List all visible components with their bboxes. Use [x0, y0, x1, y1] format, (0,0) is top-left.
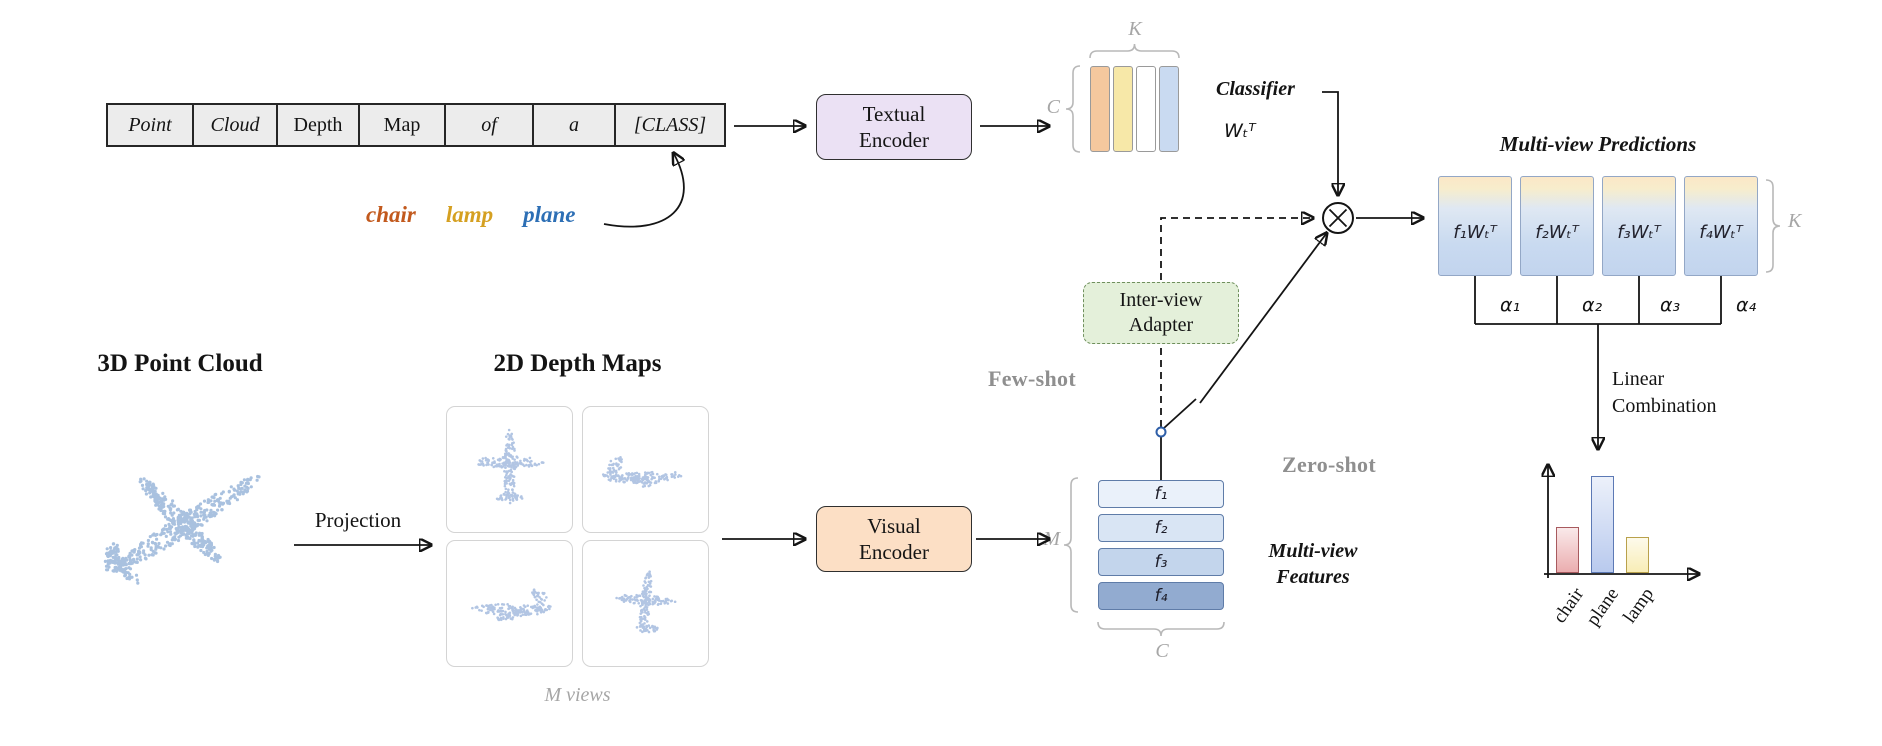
alpha-3: α₃	[1660, 294, 1681, 316]
weight-column-blank	[1136, 66, 1156, 152]
linear-combination-label: Linear Combination	[1612, 368, 1717, 417]
brace-decoration	[1097, 621, 1225, 637]
classifier-weight-symbol: Wₜᵀ	[1224, 120, 1256, 142]
class-word-plane: plane	[523, 202, 576, 227]
depth-map-view-4	[582, 540, 709, 667]
chart-bar-plane	[1591, 476, 1614, 573]
depth-map-view-2	[582, 406, 709, 533]
brace-decoration	[1089, 43, 1180, 59]
alpha-4: α₄	[1736, 294, 1757, 316]
feature-row-f4: f₄	[1098, 582, 1224, 610]
depth-map-plane-side-view-icon	[471, 588, 552, 622]
brace-decoration	[1765, 179, 1781, 273]
predictions-title: Multi-view Predictions	[1499, 132, 1697, 156]
prompt-cell: Point	[108, 105, 194, 145]
features-dim-c: C	[1155, 640, 1169, 662]
inter-view-adapter-label: Inter-view Adapter	[1119, 289, 1203, 336]
prompt-cell: a	[534, 105, 616, 145]
class-word-lamp: lamp	[445, 202, 494, 227]
alpha-2: α₂	[1582, 294, 1603, 316]
brace-decoration	[1065, 65, 1081, 153]
visual-encoder-label: Visual Encoder	[859, 513, 929, 564]
prompt-cell-class-token: [CLASS]	[633, 113, 707, 136]
feature-row-f2: f₂	[1098, 514, 1224, 542]
prediction-box-3: f₃Wₜᵀ	[1602, 176, 1676, 276]
multi-view-features-label: Multi-view Features	[1268, 540, 1358, 588]
textual-encoder-block: Textual Encoder	[816, 94, 972, 160]
prediction-box-2: f₂Wₜᵀ	[1520, 176, 1594, 276]
zero-shot-label: Zero-shot	[1282, 452, 1376, 477]
feature-row-f3: f₃	[1098, 548, 1224, 576]
prediction-box-1: f₁Wₜᵀ	[1438, 176, 1512, 276]
alpha-1: α₁	[1500, 294, 1521, 316]
feature-row-f1: f₁	[1098, 480, 1224, 508]
depth-map-view-3	[446, 540, 573, 667]
few-shot-label: Few-shot	[988, 366, 1076, 391]
prompt-cell: Map	[360, 105, 446, 145]
depth-map-plane-side-view-icon	[601, 455, 683, 488]
chart-bar-chair	[1556, 527, 1579, 573]
depth-map-plane-top-view-icon	[477, 428, 545, 505]
weight-column-plane	[1159, 66, 1179, 152]
inter-view-adapter-block: Inter-view Adapter	[1083, 282, 1239, 344]
weight-column-chair	[1090, 66, 1110, 152]
prediction-box-4: f₄Wₜᵀ	[1684, 176, 1758, 276]
depthmaps-title: 2D Depth Maps	[493, 350, 662, 377]
textual-encoder-label: Textual Encoder	[859, 101, 929, 152]
weight-column-lamp	[1113, 66, 1133, 152]
prompt-cell: Cloud	[194, 105, 278, 145]
features-dim-m: M	[1043, 528, 1060, 550]
classifier-weight-columns	[1090, 66, 1179, 152]
pointcloud-title: 3D Point Cloud	[97, 350, 263, 377]
visual-encoder-block: Visual Encoder	[816, 506, 972, 572]
classifier-title: Classifier	[1216, 78, 1295, 100]
depth-map-view-1	[446, 406, 573, 533]
class-word-list: chair lamp plane	[366, 202, 576, 228]
switch-pivot-icon	[1155, 426, 1167, 438]
arrow-class-word-to-prompt	[603, 154, 684, 228]
point-cloud-image	[103, 474, 261, 585]
depth-map-plane-top-view-icon	[615, 570, 677, 634]
prompt-cell: Depth	[278, 105, 360, 145]
predictions-dim-k: K	[1788, 210, 1802, 232]
arrow-classifier-to-multiply	[1322, 91, 1338, 194]
brace-decoration	[1063, 477, 1079, 613]
chart-bar-lamp	[1626, 537, 1649, 573]
prompt-cell: of	[446, 105, 534, 145]
views-caption: M views	[544, 684, 611, 706]
multiply-operator-icon	[1322, 202, 1354, 234]
classifier-dim-k: K	[1128, 18, 1142, 40]
prompt-template: Point Cloud Depth Map of a [CLASS]	[106, 103, 726, 147]
dashed-few-shot-upper	[1160, 218, 1312, 280]
projection-label: Projection	[314, 508, 402, 532]
classifier-dim-c: C	[1046, 96, 1060, 118]
class-word-chair: chair	[366, 202, 416, 227]
switch-lever-line	[1163, 398, 1197, 429]
